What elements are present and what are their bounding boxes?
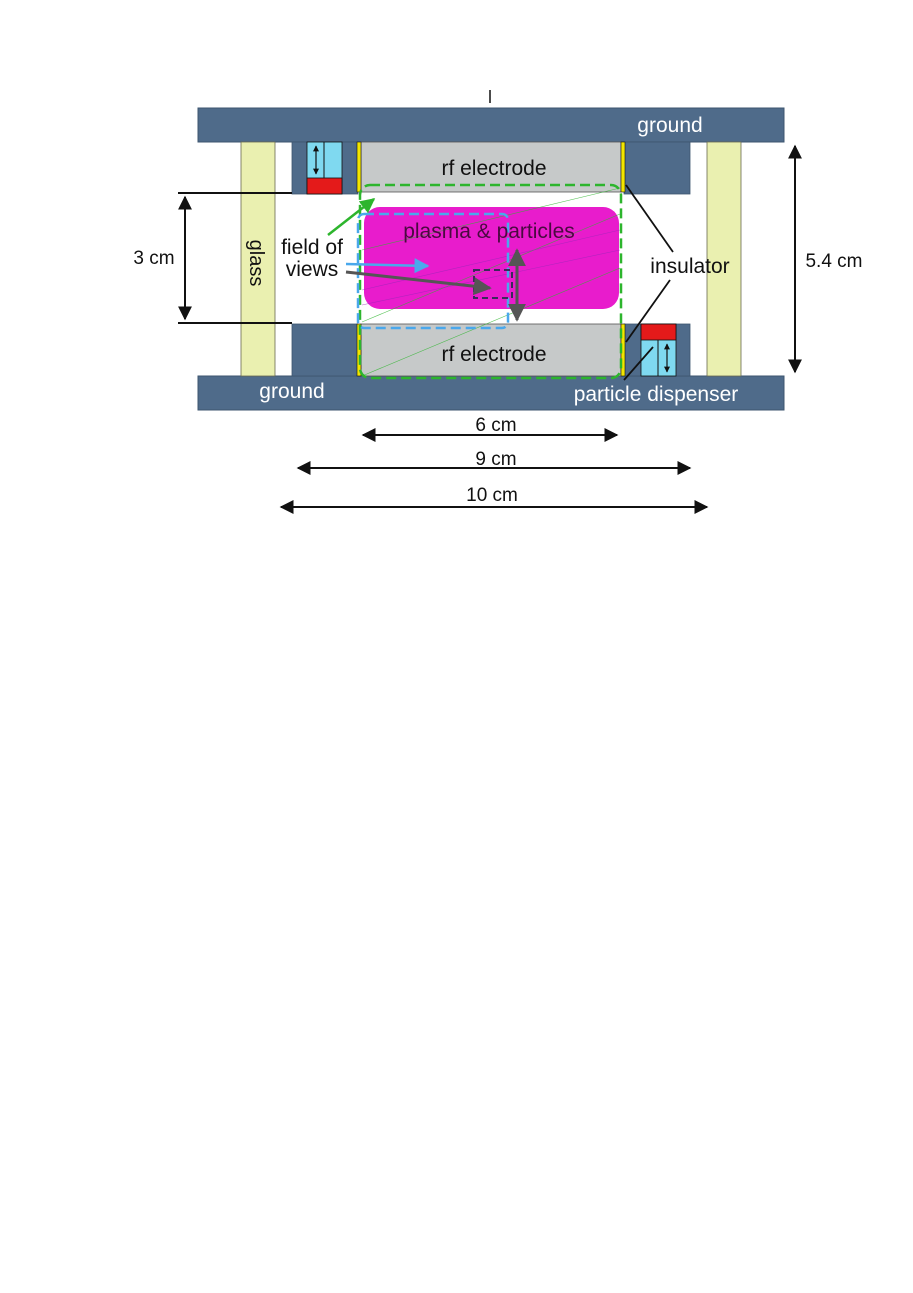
- ground-plate-bottom: [197, 375, 785, 411]
- dispenser-pointer: [623, 346, 654, 381]
- label-glass: glass: [245, 240, 267, 287]
- glass-wall-left: [240, 141, 276, 377]
- label-field-of-views-2: views: [286, 258, 339, 281]
- particle-dispenser-bottom: [640, 323, 677, 377]
- glass-wall-right: [706, 141, 742, 377]
- rf-electrode-bottom: [360, 323, 622, 377]
- label-rf-electrode-bottom: rf electrode: [441, 343, 546, 366]
- plasma-region: [364, 207, 619, 309]
- label-dim-3cm: 3 cm: [133, 248, 174, 269]
- insulator-pointer-top: [625, 184, 674, 253]
- label-dim-6cm: 6 cm: [475, 415, 516, 436]
- label-rf-electrode-top: rf electrode: [441, 157, 546, 180]
- rf-electrode-top: [360, 141, 622, 193]
- label-field-of-views-1: field of: [281, 236, 343, 259]
- label-dim-5-4cm: 5.4 cm: [805, 251, 862, 272]
- label-insulator: insulator: [650, 255, 729, 278]
- label-plasma: plasma & particles: [403, 220, 575, 243]
- label-dim-10cm: 10 cm: [466, 485, 518, 506]
- gray-pointer-arrow: [345, 270, 492, 296]
- side-block-bottom-left: [291, 323, 359, 377]
- side-block-top-right: [623, 141, 691, 195]
- laser-lines: [361, 187, 621, 377]
- label-ground-bottom: ground: [259, 380, 324, 403]
- field-of-view-green: [358, 183, 623, 380]
- label-ground-top: ground: [637, 114, 702, 137]
- insulator-pointer-bottom: [625, 279, 671, 343]
- blue-pointer-arrow: [345, 258, 430, 274]
- green-pointer-arrow: [327, 198, 376, 236]
- label-dim-9cm: 9 cm: [475, 449, 516, 470]
- particle-dispenser-top: [306, 141, 343, 195]
- label-particle-dispenser: particle dispenser: [574, 383, 739, 406]
